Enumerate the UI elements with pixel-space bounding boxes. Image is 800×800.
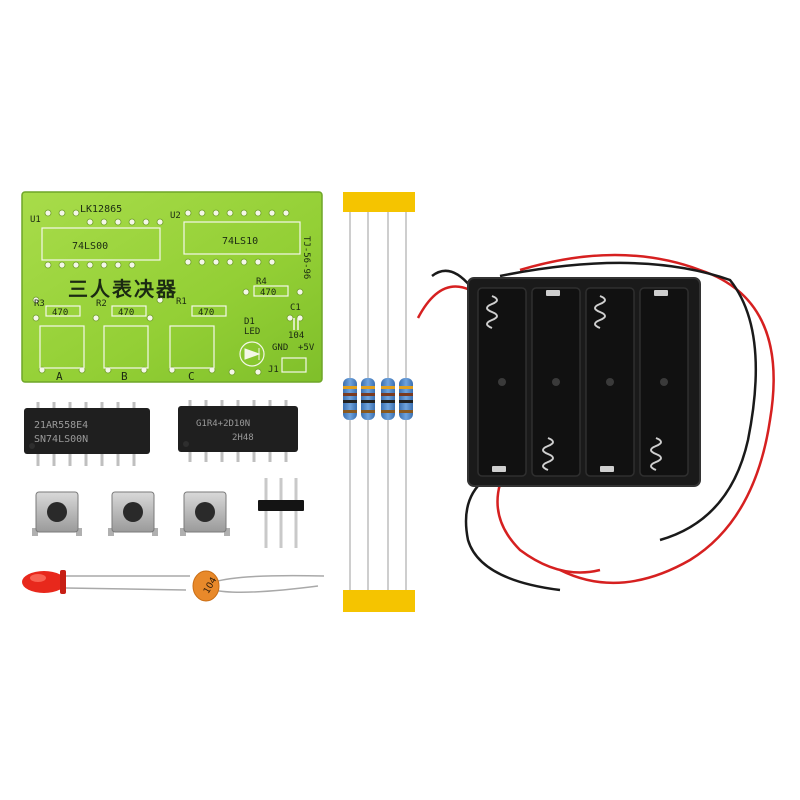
button-c-label: C xyxy=(188,370,195,383)
black-wire-top xyxy=(431,269,471,287)
resistor-1 xyxy=(343,378,357,420)
spring-4 xyxy=(650,437,662,471)
r2-value: 470 xyxy=(118,308,134,318)
r2-label: R2 xyxy=(96,299,107,309)
resistor-4 xyxy=(399,378,413,420)
r2-outline xyxy=(111,305,147,317)
chip1-line1: 21AR558E4 xyxy=(34,420,88,431)
led-label: LED xyxy=(244,327,260,337)
r1-value: 470 xyxy=(198,308,214,318)
button-a-outline xyxy=(39,325,85,369)
r3-value: 470 xyxy=(52,308,68,318)
j1-outline xyxy=(281,357,307,373)
u2-outline xyxy=(183,221,301,255)
u1-outline xyxy=(41,227,161,261)
c1-value: 104 xyxy=(288,331,304,341)
button-c-outline xyxy=(169,325,215,369)
battery-holder xyxy=(416,253,775,592)
button-b-label: B xyxy=(121,370,128,383)
red-wire-top xyxy=(416,285,471,319)
resistor-2 xyxy=(361,378,375,420)
red-wire-bottom xyxy=(496,483,601,574)
ceramic-capacitor: 104 xyxy=(192,570,325,602)
pcb-board: LK12865 U1 U2 74LS00 74LS10 三人表决器 TJ-56-… xyxy=(21,191,323,383)
ic-chip-2: G1R4+2D10N 2H48 xyxy=(178,400,298,462)
u2-chip-label: 74LS10 xyxy=(222,236,258,247)
red-led xyxy=(22,570,190,594)
capacitor-symbol xyxy=(293,318,299,330)
black-wire-loop xyxy=(499,261,758,542)
r4-value: 470 xyxy=(260,288,276,298)
r1-outline xyxy=(191,305,227,317)
pin-header xyxy=(258,478,304,548)
r4-outline xyxy=(253,285,289,297)
r1-label: R1 xyxy=(176,297,187,307)
gnd-label: GND xyxy=(272,343,288,353)
spring-1 xyxy=(486,295,498,329)
u1-label: U1 xyxy=(30,215,41,225)
chip2-line1: G1R4+2D10N xyxy=(196,419,250,429)
ic-chip-1: 21AR558E4 SN74LS00N xyxy=(24,402,150,466)
spring-2 xyxy=(542,437,554,471)
button-b-outline xyxy=(103,325,149,369)
side-code: TJ-56-96 xyxy=(301,236,311,279)
tactile-button-2 xyxy=(108,491,158,536)
board-id: LK12865 xyxy=(80,204,122,215)
tactile-button-3 xyxy=(180,491,230,536)
j1-label: J1 xyxy=(268,365,279,375)
diode-symbol xyxy=(244,348,261,360)
resistor-3 xyxy=(381,378,395,420)
spring-3 xyxy=(594,295,606,329)
button-a-label: A xyxy=(56,370,63,383)
r4-label: R4 xyxy=(256,277,267,287)
black-wire-bottom xyxy=(464,479,561,592)
r3-label: R3 xyxy=(34,299,45,309)
led-outline xyxy=(239,341,265,367)
chip2-line2: 2H48 xyxy=(232,433,254,443)
chip1-line2: SN74LS00N xyxy=(34,434,88,445)
vcc-label: +5V xyxy=(298,343,315,353)
red-wire-loop xyxy=(519,253,775,585)
board-title: 三人表决器 xyxy=(68,277,178,301)
pcb-pads xyxy=(32,209,304,376)
u1-chip-label: 74LS00 xyxy=(72,241,108,252)
tactile-button-1 xyxy=(32,491,82,536)
r3-outline xyxy=(45,305,81,317)
resistor-tape-strip xyxy=(343,192,415,612)
u2-label: U2 xyxy=(170,211,181,221)
c1-label: C1 xyxy=(290,303,301,313)
d1-label: D1 xyxy=(244,317,255,327)
